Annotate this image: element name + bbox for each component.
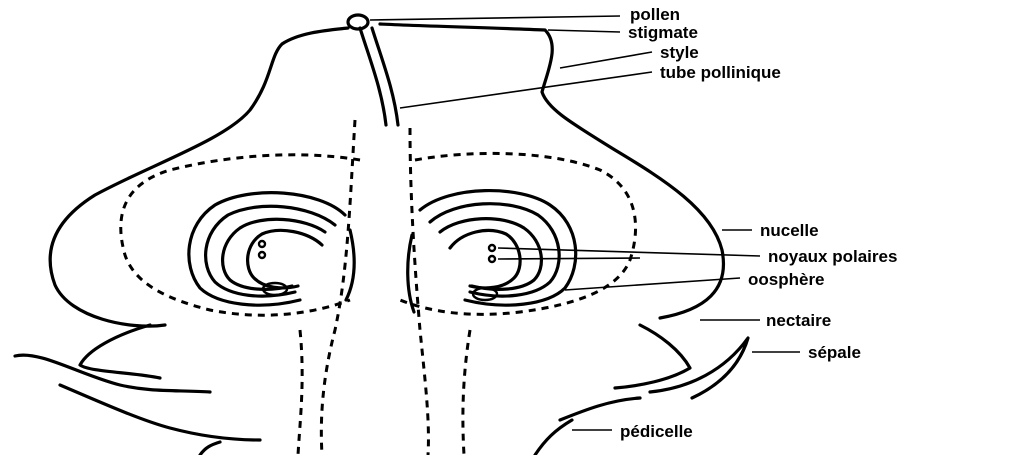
ovary-cavity-dashed	[121, 153, 636, 315]
right-ovule	[408, 191, 576, 312]
central-column	[298, 120, 470, 455]
label-nectaire: nectaire	[766, 311, 831, 330]
pollen-tube	[360, 28, 398, 125]
label-stigmate: stigmate	[628, 23, 698, 42]
labels: pollen stigmate style tube pollinique nu…	[620, 5, 897, 441]
label-pollen: pollen	[630, 5, 680, 24]
label-style: style	[660, 43, 699, 62]
label-noyaux-polaires: noyaux polaires	[768, 247, 897, 266]
label-tube-pollinique: tube pollinique	[660, 63, 781, 82]
label-oosphere: oosphère	[748, 270, 825, 289]
left-ovule	[189, 193, 354, 305]
pollen-grain	[348, 15, 368, 29]
label-nucelle: nucelle	[760, 221, 819, 240]
label-sepale: sépale	[808, 343, 861, 362]
label-pedicelle: pédicelle	[620, 422, 693, 441]
